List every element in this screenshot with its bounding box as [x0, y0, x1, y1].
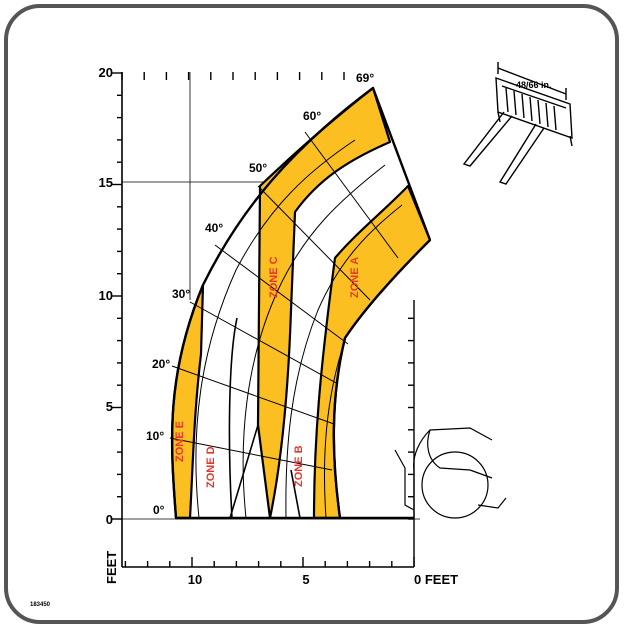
y-tick-15: 15 — [99, 175, 113, 190]
x-tick-10: 10 — [188, 572, 202, 587]
zone-a-label: ZONE A — [349, 257, 361, 298]
zone-b-label: ZONE B — [293, 445, 305, 487]
zone-e-label: ZONE E — [174, 421, 186, 462]
zone-a-band — [312, 184, 432, 520]
y-tick-5: 5 — [106, 399, 113, 414]
boom-length-arcs — [195, 139, 403, 519]
angle-label-60: 60° — [303, 109, 321, 123]
band-dividers — [228, 317, 301, 519]
tick-marks — [112, 72, 415, 567]
y-tick-0: 0 — [106, 512, 113, 527]
angle-label-40: 40° — [205, 221, 223, 235]
y-tick-10: 10 — [99, 288, 113, 303]
angle-line — [169, 437, 333, 471]
axes — [121, 72, 414, 568]
zone-d-label: ZONE D — [205, 446, 217, 488]
figure-code: 183450 — [30, 602, 51, 608]
angle-line — [171, 365, 335, 425]
angle-line — [214, 244, 349, 345]
angle-label-0: 0° — [153, 503, 165, 517]
fork-carriage-icon — [462, 62, 573, 185]
angle-label-10: 10° — [146, 429, 164, 443]
y-tick-20: 20 — [99, 65, 113, 80]
x-tick-5: 5 — [302, 572, 309, 587]
y-axis-unit: FEET — [104, 551, 119, 584]
angle-label-20: 20° — [152, 357, 170, 371]
machine-front-outline — [394, 427, 507, 519]
angle-label-69: 69° — [356, 71, 374, 85]
angle-line — [304, 131, 399, 259]
angle-lines — [169, 131, 399, 519]
angle-label-50: 50° — [249, 161, 267, 175]
x-axis-unit: 0 FEET — [414, 572, 458, 587]
angle-line — [257, 185, 371, 301]
zone-c-label: ZONE C — [268, 256, 280, 298]
angle-line — [189, 301, 339, 385]
angle-label-30: 30° — [172, 287, 190, 301]
fork-width-label: 48/66 in. — [516, 80, 552, 90]
zone-e-band — [171, 283, 205, 520]
